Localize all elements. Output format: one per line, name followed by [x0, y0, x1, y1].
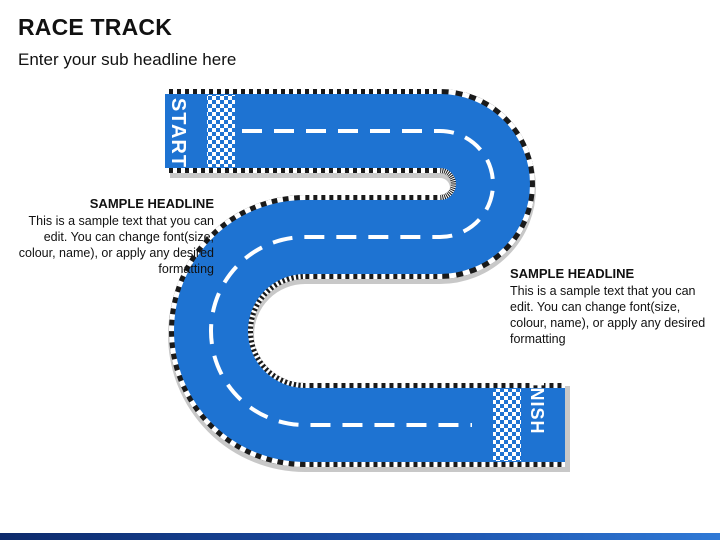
callout-body: This is a sample text that you can edit.…	[18, 214, 214, 276]
slide-subtitle: Enter your sub headline here	[18, 50, 237, 69]
callout-right: SAMPLE HEADLINE This is a sample text th…	[510, 266, 710, 347]
start-checkered-line	[207, 95, 235, 167]
slide-title: RACE TRACK	[18, 14, 173, 40]
footer-accent-bar	[0, 533, 720, 540]
track-lane-marking	[209, 129, 495, 427]
callout-left: SAMPLE HEADLINE This is a sample text th…	[18, 196, 214, 277]
callout-body: This is a sample text that you can edit.…	[510, 284, 706, 346]
finish-checkered-line	[493, 389, 521, 461]
callout-heading: SAMPLE HEADLINE	[89, 196, 214, 211]
start-label: START	[167, 98, 189, 168]
callout-heading: SAMPLE HEADLINE	[510, 266, 635, 281]
finish-label: FINISH	[527, 369, 547, 434]
